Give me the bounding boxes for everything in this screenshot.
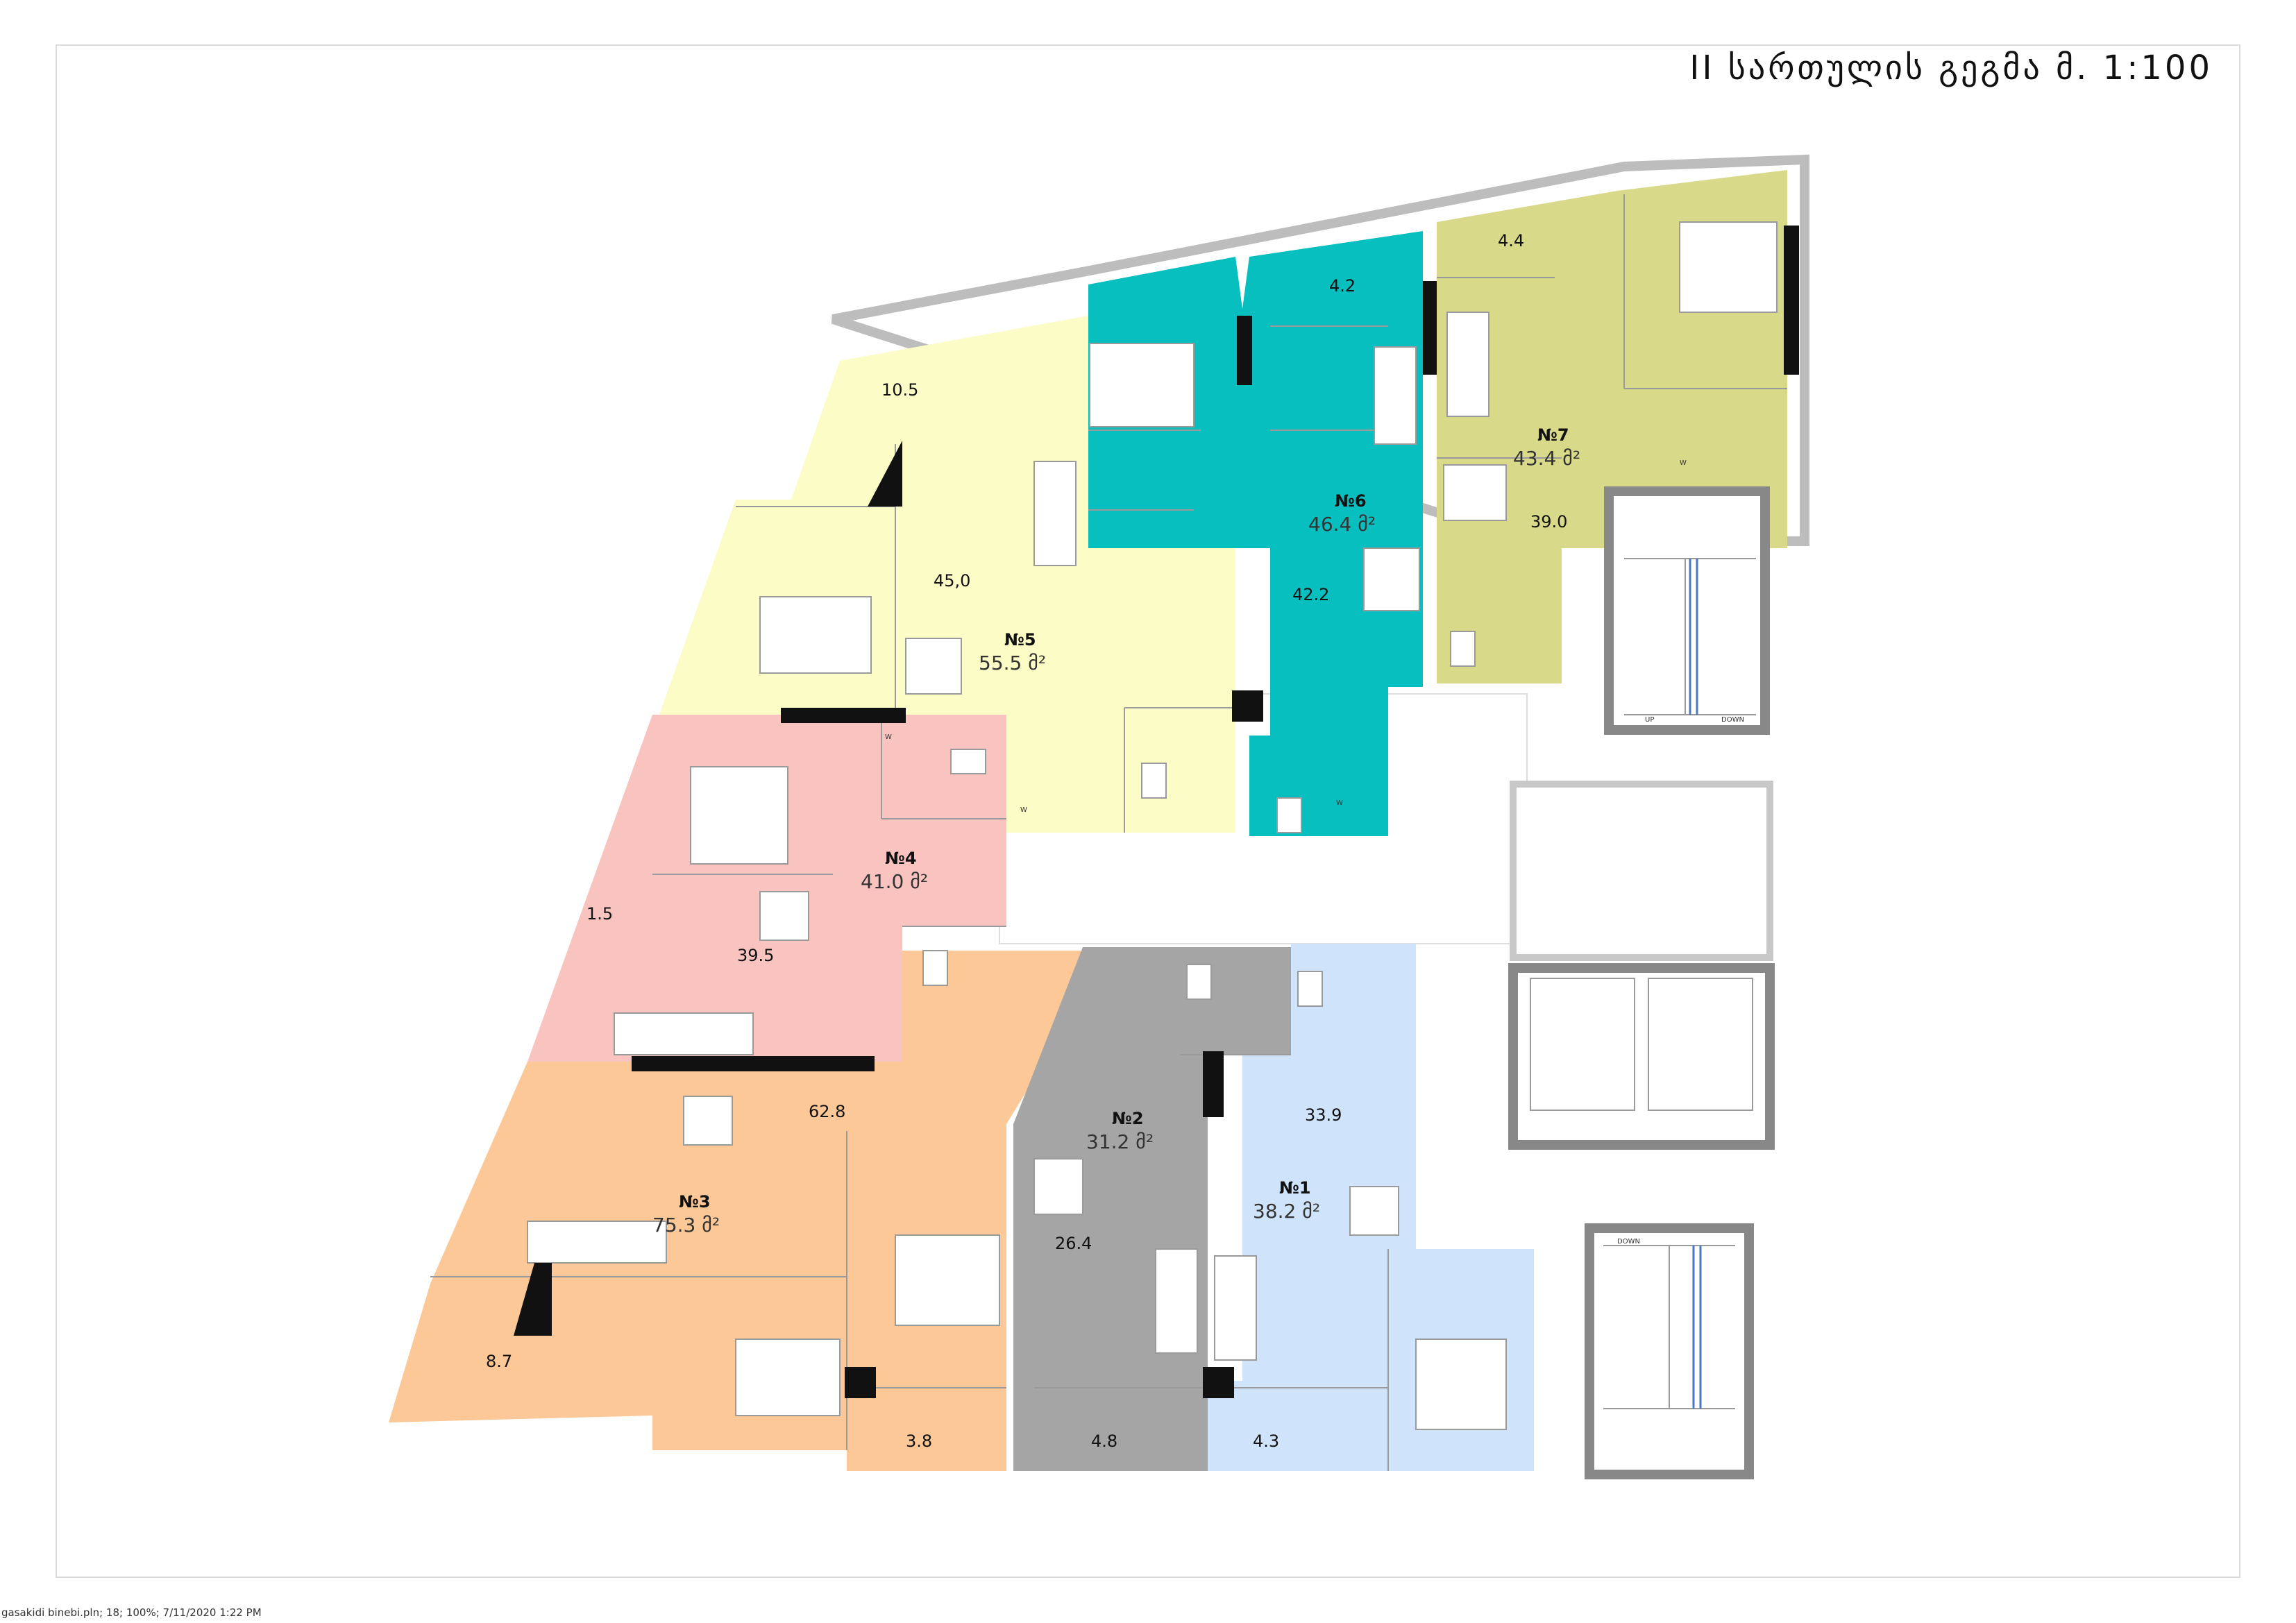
room-label: 3.8: [906, 1431, 932, 1451]
sofa: [1214, 1255, 1257, 1361]
pillar: [1237, 316, 1252, 385]
washer-marks: W W W W: [885, 459, 1687, 814]
dining-table: [683, 1096, 733, 1146]
pillar: [632, 1056, 875, 1071]
sofa: [614, 1012, 754, 1055]
toilet: [922, 950, 948, 986]
room-label: 39.0: [1530, 512, 1567, 532]
room-label: 1.5: [586, 904, 613, 924]
room-label: 42.2: [1292, 585, 1329, 604]
bed: [759, 596, 872, 674]
sofa: [1155, 1248, 1198, 1354]
apt5-area: [659, 316, 1235, 833]
sofa: [1446, 312, 1489, 417]
pillars: [514, 226, 1799, 1398]
elevator-car: [1530, 978, 1635, 1111]
apt2-number: №2: [1112, 1109, 1144, 1128]
toilet: [950, 749, 986, 774]
dining-table: [1363, 547, 1420, 611]
dining-table: [905, 638, 962, 695]
room-label: 4.2: [1329, 276, 1356, 296]
pillar: [868, 441, 902, 507]
pillar: [1232, 690, 1263, 722]
pillar: [1203, 1051, 1224, 1117]
pillar: [1784, 226, 1799, 375]
bed: [690, 766, 788, 865]
apt3-area: [389, 951, 1083, 1471]
apt5-number: №5: [1004, 630, 1036, 649]
bed: [1089, 343, 1195, 427]
apt7-number: №7: [1537, 425, 1569, 445]
sofa: [1374, 346, 1417, 445]
elevators: [1508, 963, 1775, 1150]
room-label: 45,0: [934, 571, 970, 590]
apt1-number: №1: [1279, 1178, 1311, 1198]
furniture: [527, 221, 1778, 1430]
toilet: [1450, 631, 1476, 667]
room-label: 8.7: [486, 1352, 512, 1371]
washer-icon: W: [1336, 799, 1343, 807]
washer-icon: W: [885, 733, 892, 741]
bed: [895, 1234, 1000, 1326]
toilet: [1276, 797, 1302, 833]
apt7-area-label: 43.4 მ²: [1513, 447, 1580, 470]
dining-table: [759, 891, 809, 941]
dining-table: [1349, 1186, 1399, 1236]
sofa: [527, 1221, 667, 1264]
toilet: [1297, 971, 1323, 1007]
dining-table: [1443, 464, 1507, 521]
room-label: 33.9: [1305, 1105, 1342, 1125]
bed: [1679, 221, 1778, 313]
room-label: 39.5: [737, 946, 774, 965]
apt4-area: [527, 715, 1006, 1062]
apt5-area-label: 55.5 მ²: [979, 652, 1046, 674]
apt3-number: №3: [679, 1192, 711, 1212]
footer-note: gasakidi binebi.pln; 18; 100%; 7/11/2020…: [1, 1606, 262, 1619]
room-label: 26.4: [1055, 1234, 1092, 1253]
room-label: 10.5: [881, 380, 918, 400]
apartment-labels: №7 43.4 მ² №6 46.4 მ² №5 55.5 მ² №4 41.0…: [652, 425, 1580, 1237]
apt6-number: №6: [1335, 491, 1367, 511]
room-label: 62.8: [809, 1102, 845, 1121]
apt6-area-label: 46.4 მ²: [1308, 513, 1376, 536]
sofa: [1033, 461, 1077, 566]
lower-stairwell: DOWN: [1585, 1223, 1754, 1479]
bed: [735, 1339, 841, 1416]
stair-down-label: DOWN: [1617, 1238, 1640, 1246]
dining-table: [1033, 1158, 1083, 1215]
apt4-number: №4: [885, 849, 917, 868]
drawing-frame: [56, 44, 2240, 1578]
lobby: [1510, 781, 1773, 961]
washer-icon: W: [1680, 459, 1687, 467]
apt2-area-label: 31.2 მ²: [1086, 1130, 1154, 1153]
room-labels: 4.4 4.2 10.5 45,0 42.2 39.0 1.5 39.5 62.…: [486, 231, 1567, 1451]
apt4-area-label: 41.0 მ²: [861, 870, 928, 893]
room-label: 4.4: [1498, 231, 1524, 250]
elevator-car: [1648, 978, 1753, 1111]
pillar: [1203, 1367, 1234, 1398]
pillar: [514, 1263, 552, 1336]
apt1-area-label: 38.2 მ²: [1253, 1200, 1320, 1223]
toilet: [1186, 964, 1212, 1000]
pillar: [1423, 281, 1437, 375]
pillar: [845, 1367, 876, 1398]
bed: [1415, 1339, 1507, 1430]
apt2-area: [1013, 947, 1291, 1471]
toilet: [1141, 763, 1167, 799]
stair-down-label: DOWN: [1721, 716, 1744, 724]
room-label: 4.3: [1253, 1431, 1279, 1451]
washer-icon: W: [1020, 806, 1027, 814]
pillar: [781, 708, 906, 723]
upper-stairwell: UP DOWN: [1604, 486, 1770, 735]
room-label: 4.8: [1091, 1431, 1117, 1451]
apt3-area-label: 75.3 მ²: [652, 1214, 720, 1237]
stair-up-label: UP: [1645, 716, 1654, 724]
plan-title: II სართულის გეგმა მ. 1:100: [1689, 49, 2213, 87]
